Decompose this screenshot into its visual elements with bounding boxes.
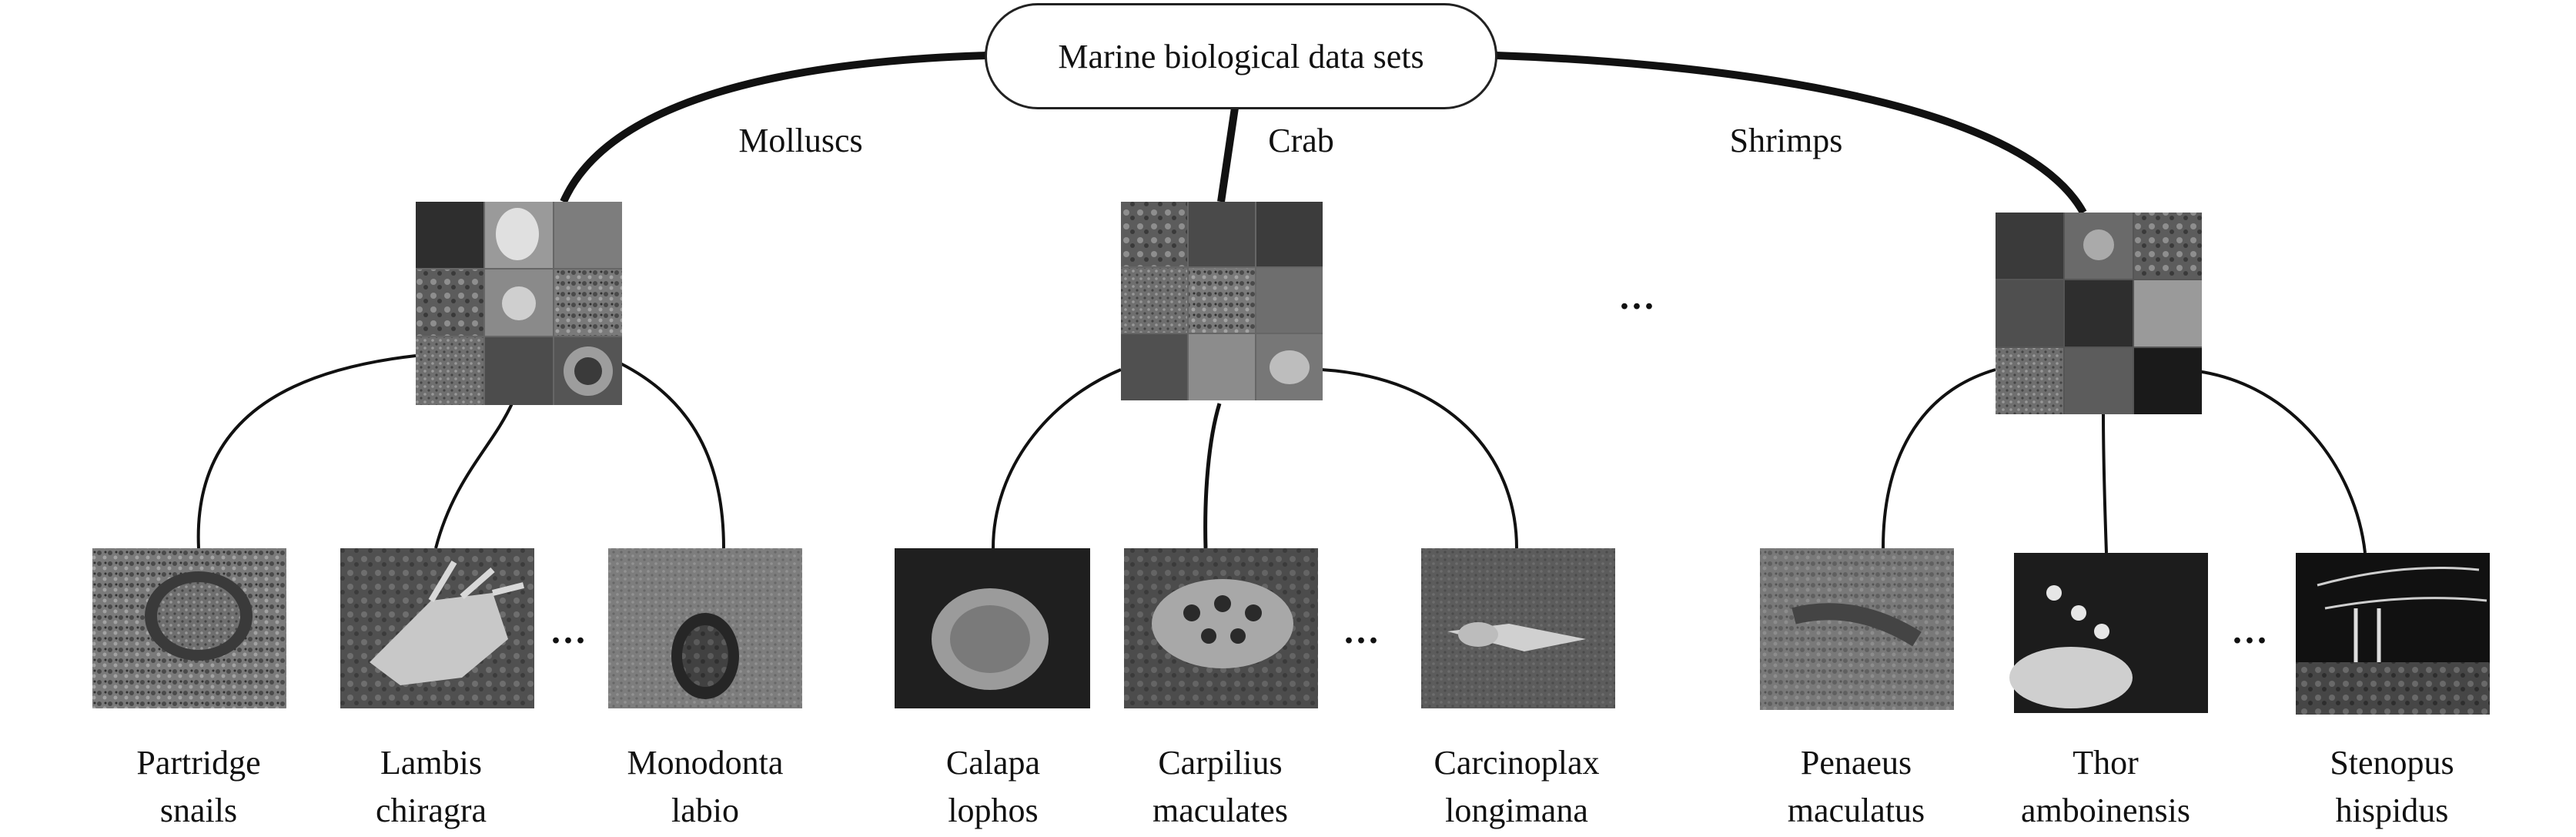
- more-shrimps-ellipsis: ...: [2233, 611, 2270, 651]
- species-label-stenopus-hispidus: Stenopus hispidus: [2330, 744, 2454, 829]
- species-label-carcinoplax-longimana: Carcinoplax longimana: [1434, 744, 1600, 829]
- category-label-crab: Crab: [1268, 122, 1334, 159]
- leaf-line-calapa: [992, 368, 1122, 549]
- partridge-snail-photo: [92, 548, 286, 708]
- shrimps-image-grid: [1996, 213, 2202, 414]
- species-label-partridge-snails: Partridge snails: [136, 744, 261, 829]
- category-label-shrimps: Shrimps: [1729, 122, 1843, 159]
- leaf-line-carcinoplax: [1320, 368, 1518, 549]
- species-label-penaeus-maculatus: Penaeus maculatus: [1787, 744, 1925, 829]
- leaf-line-carpilius: [1203, 403, 1222, 549]
- carpilius-maculates-photo: [1124, 548, 1318, 708]
- root-label: Marine biological data sets: [1058, 37, 1424, 75]
- leaf-line-lambis: [434, 401, 514, 549]
- leaf-line-partridge: [196, 354, 417, 549]
- more-crab-ellipsis: ...: [1344, 611, 1381, 651]
- species-label-carpilius-maculates: Carpilius maculates: [1153, 744, 1288, 829]
- species-label-calapa-lophos: Calapa lophos: [945, 744, 1041, 829]
- penaeus-maculatus-photo: [1760, 548, 1954, 710]
- leaf-line-monodonta: [620, 362, 725, 549]
- branch-line-crab: [1217, 107, 1239, 203]
- leaf-line-stenopus: [2196, 370, 2367, 554]
- carcinoplax-longimana-photo: [1421, 548, 1615, 708]
- species-label-monodonta-labio: Monodonta labio: [627, 744, 784, 829]
- branch-line-molluscs: [560, 52, 988, 204]
- more-molluscs-ellipsis: ...: [551, 611, 588, 651]
- more-categories-ellipsis: ...: [1620, 276, 1657, 317]
- monodonta-labio-photo: [608, 548, 802, 708]
- branch-line-shrimps: [1495, 52, 2087, 215]
- category-label-molluscs: Molluscs: [738, 122, 863, 159]
- thor-amboinensis-photo: [2009, 553, 2208, 713]
- molluscs-image-grid: [416, 202, 622, 405]
- lambis-chiragra-photo: [340, 548, 534, 708]
- species-label-thor-amboinensis: Thor amboinensis: [2021, 744, 2190, 829]
- stenopus-hispidus-photo: [2296, 553, 2490, 715]
- leaf-line-penaeus: [1882, 368, 1996, 549]
- crab-image-grid: [1121, 202, 1323, 400]
- species-label-lambis-chiragra: Lambis chiragra: [375, 744, 487, 829]
- calapa-lophos-photo: [895, 548, 1090, 708]
- root-node: Marine biological data sets: [985, 3, 1497, 109]
- leaf-line-thor: [2102, 412, 2108, 554]
